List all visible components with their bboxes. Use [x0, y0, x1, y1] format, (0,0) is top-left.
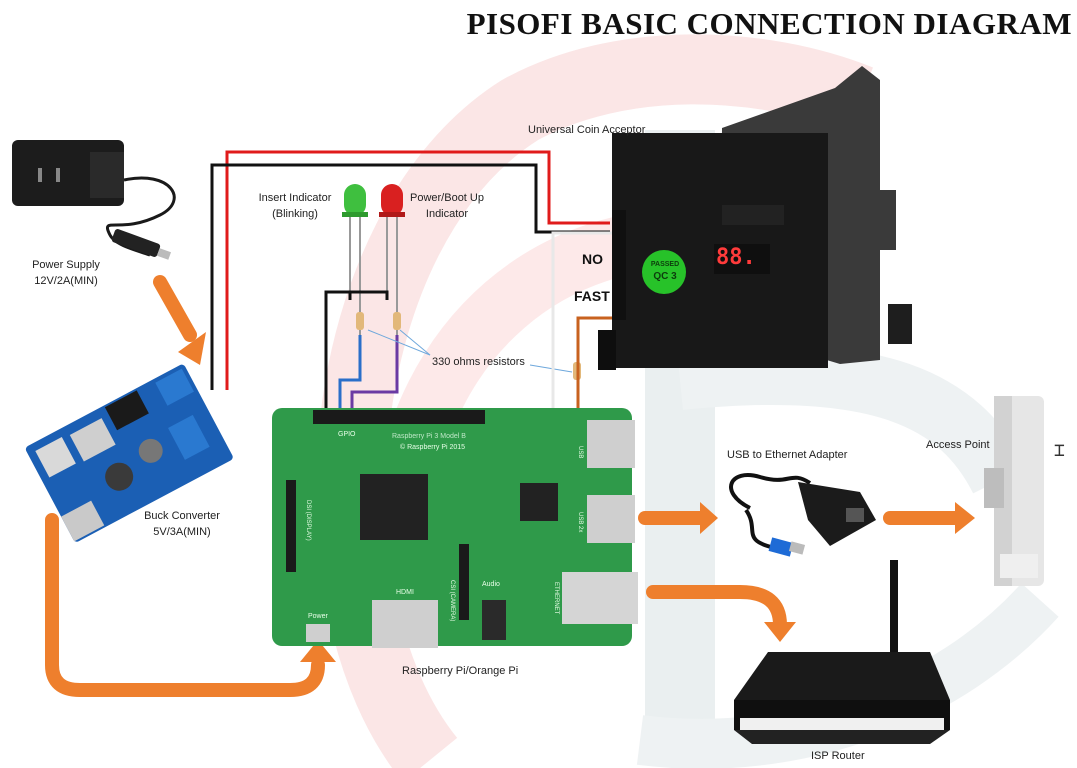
label-buck-converter: Buck Converter 5V/3A(MIN) — [136, 508, 228, 540]
raspberry-pi-board — [272, 408, 638, 648]
arrow-heads — [178, 332, 975, 662]
label-resistors: 330 ohms resistors — [432, 356, 525, 368]
label-power-supply-line2: 12V/2A(MIN) — [34, 275, 98, 287]
arrow-psu-to-buck — [153, 275, 197, 342]
led-green — [342, 184, 368, 300]
qc-sticker-line1: PASSED — [650, 261, 680, 268]
label-isp-router: ISP Router — [811, 750, 865, 762]
led-wires — [324, 290, 399, 418]
label-usb-ethernet: USB to Ethernet Adapter — [727, 449, 848, 461]
led-red — [379, 184, 405, 300]
wire-purple — [350, 335, 399, 418]
usb-plug-icon — [0, 0, 1, 1]
arrow-head-buck — [178, 332, 206, 365]
gpio-label: GPIO — [338, 431, 356, 438]
power-supply-adapter — [12, 140, 176, 260]
arrow-head-ap — [955, 502, 975, 534]
label-buck-line1: Buck Converter — [144, 510, 220, 522]
buck-converter — [25, 364, 233, 542]
label-insert-line1: Insert Indicator — [258, 192, 332, 204]
label-power-led: Power/Boot Up Indicator — [404, 190, 490, 222]
coin-display-digits: 88. — [716, 245, 756, 270]
usb-label-1: USB — [577, 446, 583, 459]
coin-acceptor — [598, 66, 912, 370]
label-power-led-line2: Indicator — [425, 208, 469, 220]
label-access-point: Access Point — [926, 439, 990, 451]
arrow-buck-to-pi — [45, 513, 325, 697]
label-power-supply: Power Supply 12V/2A(MIN) — [24, 257, 108, 289]
label-insert-indicator: Insert Indicator (Blinking) — [252, 190, 338, 222]
board-model-label: Raspberry Pi 3 Model B — [392, 433, 466, 440]
text-cursor-icon: ⌶ — [1054, 440, 1065, 461]
label-raspberry-pi: Raspberry Pi/Orange Pi — [402, 665, 519, 677]
label-coin-acceptor: Universal Coin Acceptor — [528, 124, 646, 136]
wire-blue — [338, 335, 362, 418]
ethernet-label: ETHERNET — [553, 582, 559, 615]
power-port-label: Power — [308, 613, 328, 620]
wire-led-ground — [324, 290, 389, 418]
label-buck-line2: 5V/3A(MIN) — [153, 526, 211, 538]
qc-sticker-line2: QC 3 — [653, 271, 677, 282]
arrow-head-adapter — [700, 502, 718, 534]
usb-label-2: USB 2x — [577, 512, 583, 533]
arrow-pi-to-router — [646, 585, 787, 632]
resistor-pointers — [367, 329, 573, 373]
hdmi-label: HDMI — [396, 589, 414, 596]
usb-ethernet-adapter — [729, 473, 876, 557]
arrow-head-router — [764, 622, 796, 642]
arrow-head-pi — [300, 640, 336, 662]
display-label: DSI (DISPLAY) — [305, 500, 311, 541]
label-power-led-line1: Power/Boot Up — [410, 192, 484, 204]
power-wires — [210, 150, 610, 390]
label-no: NO — [582, 251, 603, 267]
isp-router — [734, 560, 950, 744]
wire-red — [225, 150, 610, 390]
board-copyright-label: © Raspberry Pi 2015 — [400, 444, 466, 451]
audio-label: Audio — [482, 581, 500, 588]
flow-arrows — [45, 275, 962, 697]
camera-label: CSI (CAMERA) — [449, 580, 455, 622]
access-point — [984, 396, 1044, 586]
diagram-title: PISOFI BASIC CONNECTION DIAGRAM — [466, 6, 1072, 41]
label-power-supply-line1: Power Supply — [32, 259, 100, 271]
label-insert-line2: (Blinking) — [272, 208, 318, 220]
label-fast: FAST — [574, 288, 610, 304]
